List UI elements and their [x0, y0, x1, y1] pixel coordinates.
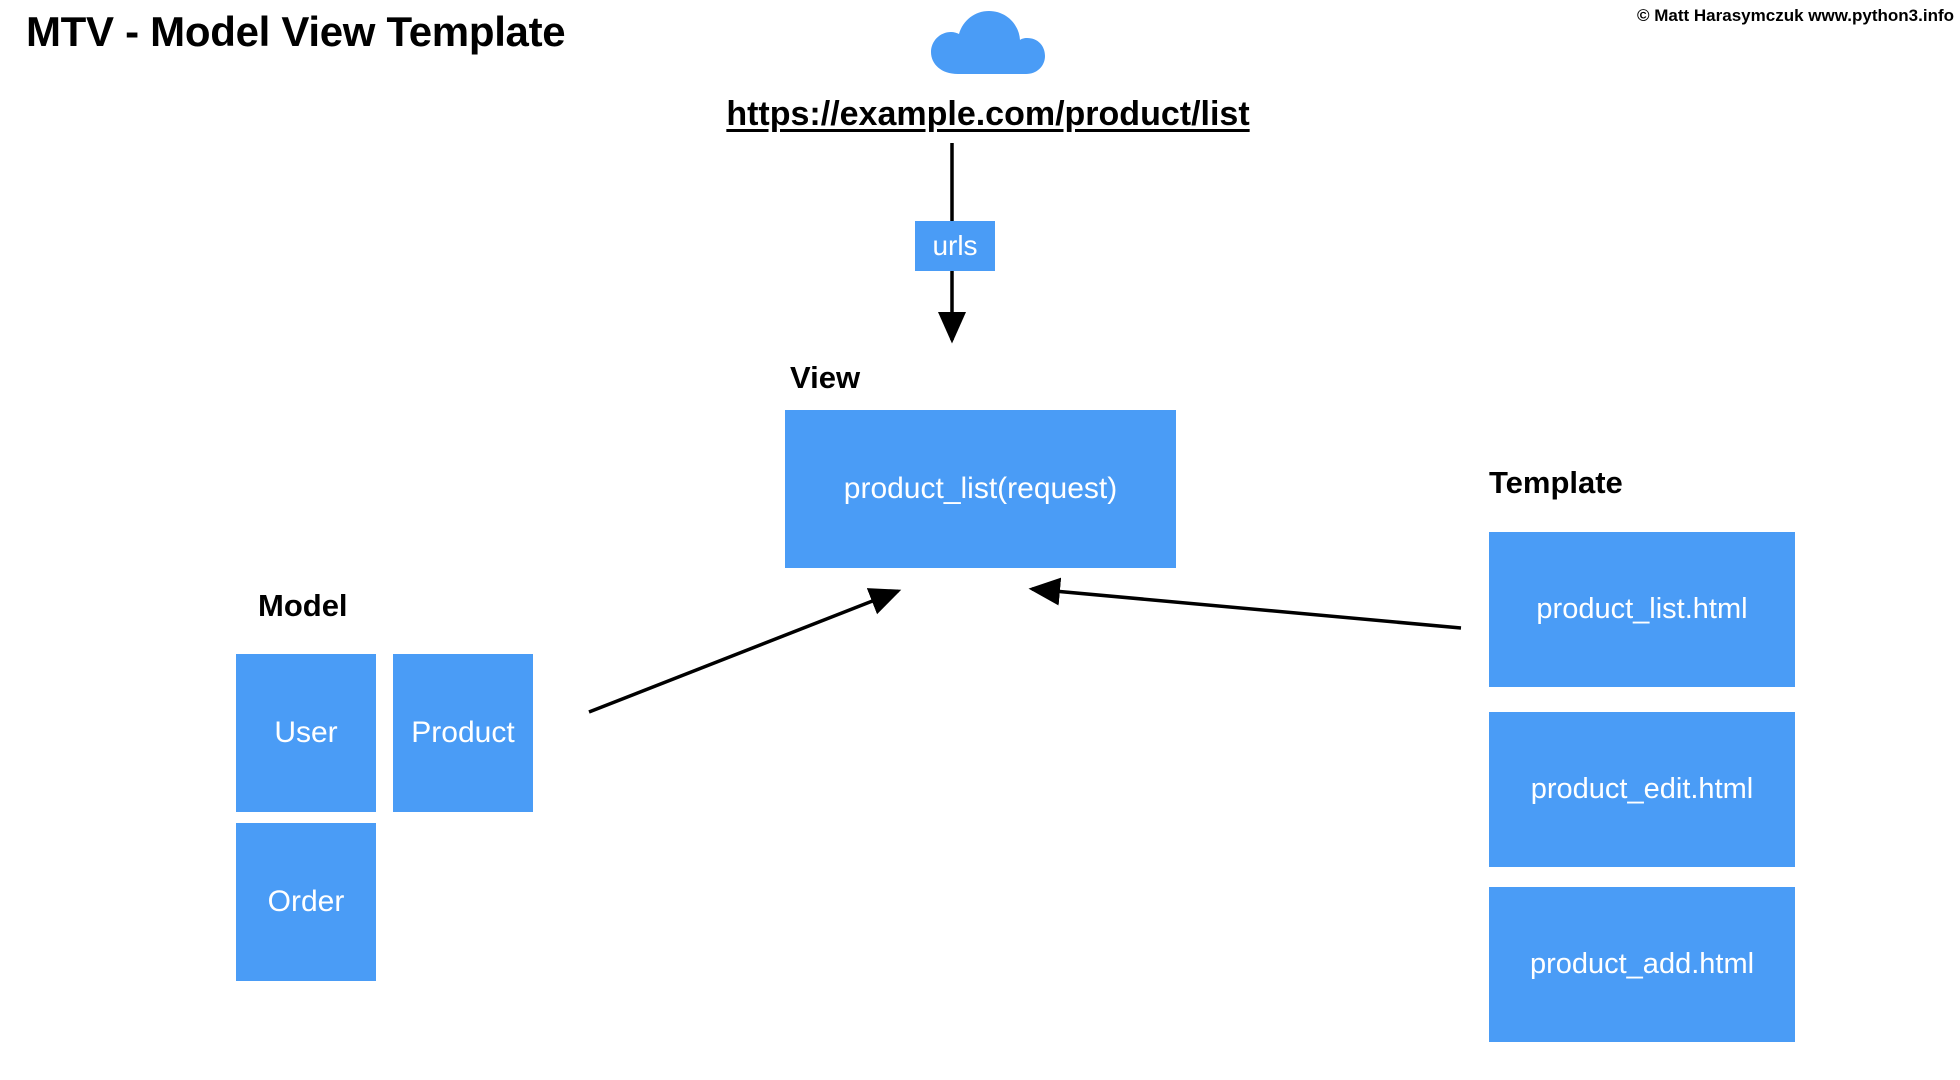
urls-node[interactable]: urls: [915, 221, 995, 271]
model-node-user[interactable]: User: [236, 654, 376, 812]
url-link[interactable]: https://example.com/product/list: [726, 95, 1250, 133]
model-section-heading: Model: [258, 588, 348, 623]
arrow-model-to-view: [588, 588, 902, 714]
view-node-product-list[interactable]: product_list(request): [785, 410, 1176, 568]
template-node-product-list-html[interactable]: product_list.html: [1489, 532, 1795, 687]
copyright-notice: © Matt Harasymczuk www.python3.info: [1637, 6, 1954, 25]
view-section-heading: View: [790, 360, 861, 395]
template-section-heading: Template: [1489, 465, 1623, 500]
template-node-product-edit-html[interactable]: product_edit.html: [1489, 712, 1795, 867]
model-node-order[interactable]: Order: [236, 823, 376, 981]
cloud-icon: [928, 8, 1048, 76]
model-node-product[interactable]: Product: [393, 654, 533, 812]
slide-title: MTV - Model View Template: [26, 8, 566, 55]
arrow-template-to-view: [1028, 577, 1462, 630]
template-node-product-add-html[interactable]: product_add.html: [1489, 887, 1795, 1042]
